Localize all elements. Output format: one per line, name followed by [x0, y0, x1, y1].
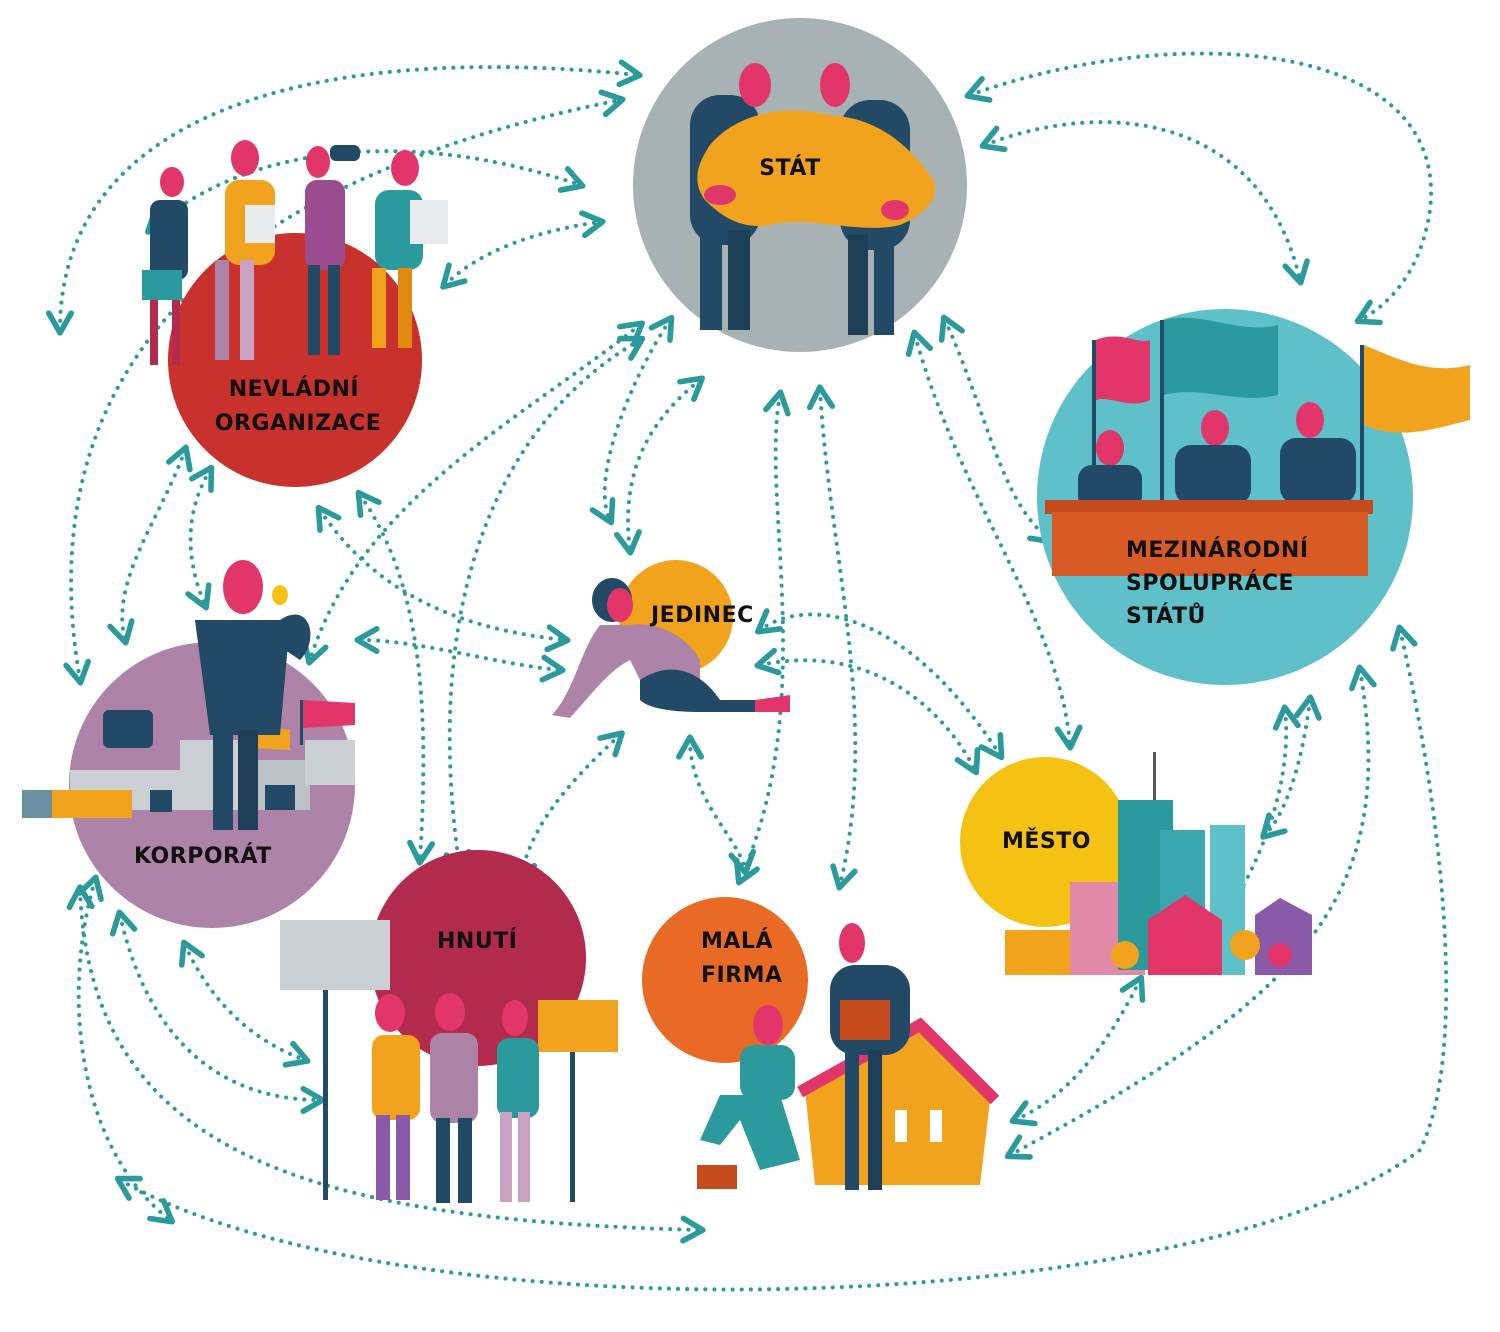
arrow-ngo-korporat — [107, 444, 193, 646]
arrow-stat-intl-mid — [979, 120, 1310, 286]
node-intl: MEZINÁRODNÍ SPOLUPRÁCE STÁTŮ — [1037, 309, 1470, 685]
jedinec-figure-illustration — [552, 578, 790, 718]
hnuti-protesters-illustration — [280, 920, 618, 1203]
arrow-stat-mesto-2 — [938, 314, 1055, 545]
node-jedinec: JEDINEC — [552, 560, 790, 718]
arrow-ngo-hnuti — [355, 489, 436, 866]
hnuti-circle — [370, 850, 586, 1066]
node-korporat: KORPORÁT — [22, 560, 355, 928]
node-mesto: MĚSTO — [960, 752, 1312, 975]
arrow-ngo-korporat-2 — [185, 464, 215, 611]
arrow-stat-intl-top — [964, 51, 1434, 326]
arrow-stat-firma — [733, 389, 791, 886]
firma-label: MALÁ FIRMA — [701, 928, 783, 988]
ngo-figures-illustration — [142, 140, 448, 365]
intl-illustration — [1045, 317, 1470, 576]
arrow-mesto-firma — [1009, 974, 1146, 1127]
stat-label: STÁT — [759, 155, 820, 181]
ngo-label: NEVLÁDNÍ ORGANIZACE — [215, 376, 381, 436]
hnuti-label: HNUTÍ — [437, 928, 517, 954]
stat-figures-illustration — [690, 63, 936, 335]
jedinec-label: JEDINEC — [649, 603, 754, 628]
node-firma: MALÁ FIRMA — [642, 897, 1000, 1190]
arrow-jedinec-hnuti — [509, 730, 625, 886]
arrow-ngo-stat-left — [63, 89, 626, 686]
arrow-ngo-stat-upper — [145, 149, 586, 235]
arrow-stat-jedinec — [614, 375, 705, 556]
arrow-intl-mesto — [1260, 694, 1322, 840]
node-stat: STÁT — [633, 18, 967, 352]
arrow-stat-mesto — [905, 329, 1083, 751]
arrow-stat-firma-2 — [807, 384, 858, 891]
arrow-mesto-jedinec — [754, 608, 1005, 761]
arrow-jedinec-firma — [676, 734, 757, 876]
ngo-circle — [168, 233, 422, 487]
arrow-jedinec-mesto — [754, 647, 981, 776]
mesto-label: MĚSTO — [1002, 828, 1091, 854]
korporat-label: KORPORÁT — [134, 843, 272, 869]
arrow-stat-hnuti — [443, 335, 646, 876]
node-ngo: NEVLÁDNÍ ORGANIZACE — [142, 140, 448, 487]
firma-illustration — [697, 923, 1000, 1190]
arrow-ngo-jedinec — [315, 504, 571, 653]
arrow-korporat-jedinec — [354, 626, 566, 683]
intl-label: MEZINÁRODNÍ SPOLUPRÁCE STÁTŮ — [1126, 537, 1317, 629]
mesto-city-illustration — [1005, 752, 1312, 975]
arrow-korporat-left-loop — [76, 874, 176, 1225]
node-hnuti: HNUTÍ — [280, 850, 618, 1203]
korporat-illustration — [22, 560, 355, 830]
arrow-ngo-stat-lower — [440, 210, 606, 290]
connector-arrows — [46, 51, 1449, 1292]
